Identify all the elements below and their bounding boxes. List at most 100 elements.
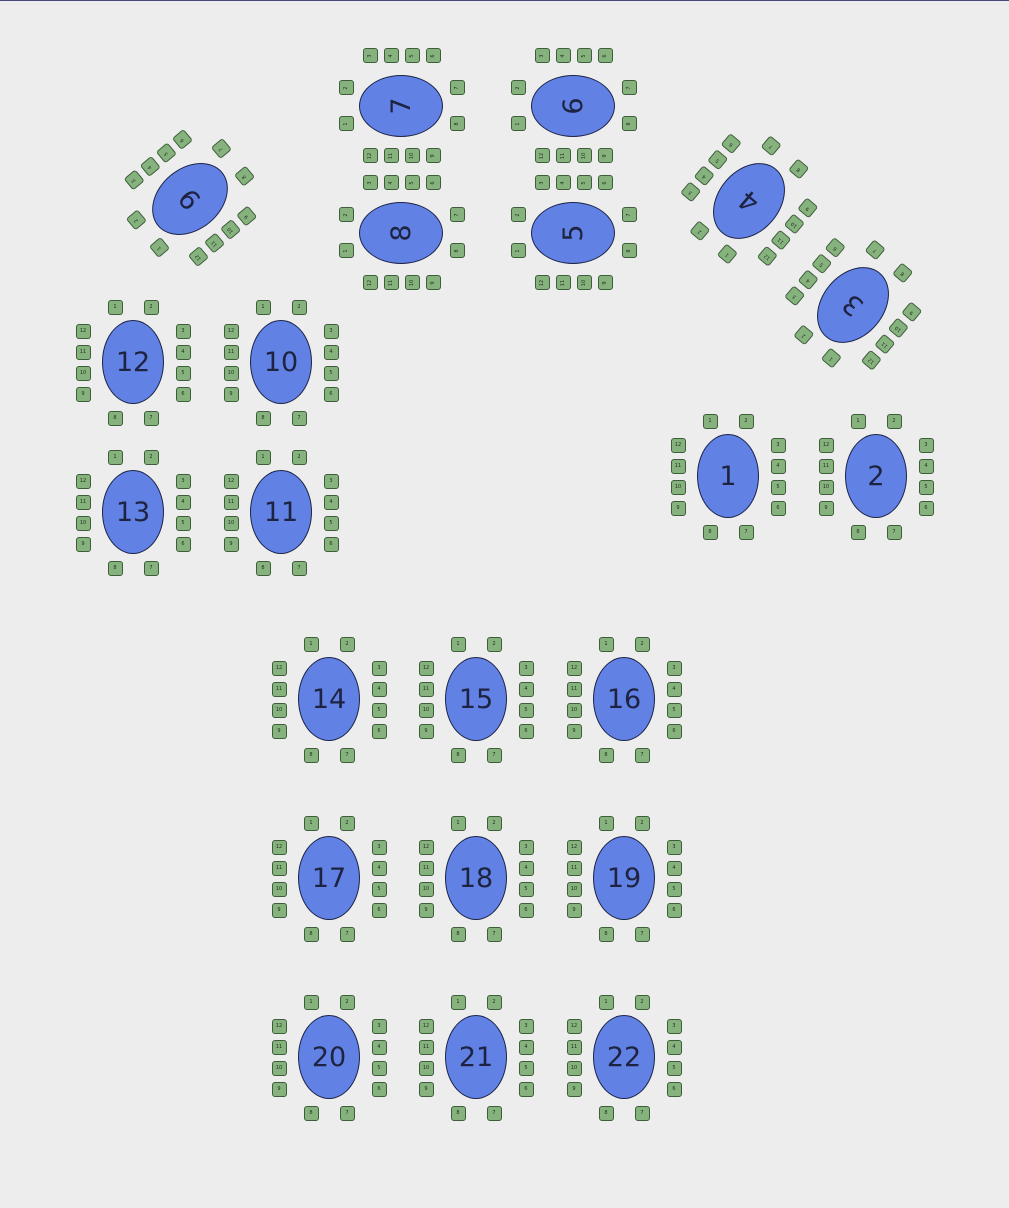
seat[interactable]: 5 [323, 365, 339, 381]
seat[interactable]: 12 [566, 660, 582, 676]
seat[interactable]: 6 [323, 536, 339, 552]
seat[interactable]: 5 [666, 702, 682, 718]
seat[interactable]: 12 [566, 1018, 582, 1034]
seat[interactable]: 10 [271, 881, 287, 897]
seat[interactable]: 2 [291, 449, 307, 465]
seat[interactable]: 10 [576, 275, 592, 291]
seat[interactable]: 3 [518, 839, 534, 855]
seat[interactable]: 7 [634, 926, 650, 942]
seat[interactable]: 7 [864, 239, 886, 262]
seat[interactable]: 5 [770, 479, 786, 495]
seat[interactable]: 1 [148, 237, 171, 259]
seat[interactable]: 10 [418, 1060, 434, 1076]
seat[interactable]: 8 [450, 747, 466, 763]
table-top[interactable]: 14 [298, 657, 360, 741]
seat[interactable]: 2 [291, 299, 307, 315]
seat[interactable]: 7 [486, 926, 502, 942]
seat[interactable]: 8 [621, 243, 637, 259]
seat[interactable]: 5 [811, 253, 833, 276]
seat[interactable]: 1 [450, 815, 466, 831]
seat[interactable]: 11 [383, 275, 399, 291]
seat[interactable]: 6 [666, 723, 682, 739]
seat[interactable]: 11 [271, 681, 287, 697]
seat[interactable]: 4 [323, 494, 339, 510]
seat[interactable]: 12 [534, 275, 550, 291]
seat[interactable]: 5 [666, 1060, 682, 1076]
seat[interactable]: 5 [518, 1060, 534, 1076]
seat[interactable]: 2 [143, 449, 159, 465]
seat[interactable]: 1 [450, 994, 466, 1010]
seat[interactable]: 12 [818, 437, 834, 453]
seat[interactable]: 9 [425, 275, 441, 291]
seat[interactable]: 9 [75, 386, 91, 402]
seat[interactable]: 6 [371, 1081, 387, 1097]
seat[interactable]: 8 [621, 116, 637, 132]
seat[interactable]: 12 [75, 323, 91, 339]
seat[interactable]: 1 [716, 244, 739, 266]
table-top[interactable]: 19 [593, 836, 655, 920]
seat[interactable]: 3 [371, 660, 387, 676]
seat[interactable]: 11 [670, 458, 686, 474]
seat[interactable]: 10 [219, 219, 242, 241]
seat[interactable]: 11 [770, 230, 792, 252]
seat[interactable]: 12 [271, 660, 287, 676]
seat[interactable]: 2 [689, 220, 711, 243]
seat[interactable]: 8 [107, 560, 123, 576]
seat[interactable]: 12 [362, 275, 378, 291]
seat[interactable]: 12 [75, 473, 91, 489]
seat[interactable]: 12 [223, 323, 239, 339]
seat[interactable]: 6 [518, 723, 534, 739]
seat[interactable]: 12 [362, 148, 378, 164]
seat[interactable]: 9 [418, 1081, 434, 1097]
seat[interactable]: 6 [371, 902, 387, 918]
table-top[interactable]: 15 [445, 657, 507, 741]
seat[interactable]: 10 [783, 214, 805, 236]
table-top[interactable]: 6 [531, 75, 615, 137]
seat[interactable]: 2 [634, 815, 650, 831]
seat[interactable]: 4 [666, 1039, 682, 1055]
seat[interactable]: 9 [418, 902, 434, 918]
seat[interactable]: 7 [449, 80, 465, 96]
seat[interactable]: 9 [566, 1081, 582, 1097]
seat[interactable]: 9 [271, 902, 287, 918]
table-top[interactable]: 12 [102, 320, 164, 404]
seat[interactable]: 2 [486, 994, 502, 1010]
table-top[interactable]: 8 [359, 202, 443, 264]
seat[interactable]: 2 [338, 207, 354, 223]
seat[interactable]: 6 [171, 129, 193, 151]
seat[interactable]: 10 [670, 479, 686, 495]
seat[interactable]: 10 [566, 1060, 582, 1076]
seat[interactable]: 5 [155, 143, 177, 165]
table-top[interactable]: 11 [250, 470, 312, 554]
seat[interactable]: 9 [670, 500, 686, 516]
seat[interactable]: 9 [797, 198, 819, 220]
seat[interactable]: 10 [404, 275, 420, 291]
seat[interactable]: 12 [534, 148, 550, 164]
seat[interactable]: 3 [371, 839, 387, 855]
table-top[interactable]: 22 [593, 1015, 655, 1099]
seat[interactable]: 4 [797, 269, 819, 292]
seat[interactable]: 8 [303, 747, 319, 763]
seat[interactable]: 4 [383, 48, 399, 64]
seat[interactable]: 10 [887, 318, 909, 340]
seat[interactable]: 6 [770, 500, 786, 516]
seat[interactable]: 6 [175, 536, 191, 552]
seat[interactable]: 3 [666, 1018, 682, 1034]
seat[interactable]: 3 [534, 175, 550, 191]
seat[interactable]: 4 [518, 860, 534, 876]
seat[interactable]: 1 [107, 299, 123, 315]
seat[interactable]: 2 [338, 80, 354, 96]
seat[interactable]: 4 [770, 458, 786, 474]
seat[interactable]: 4 [518, 1039, 534, 1055]
seat[interactable]: 1 [820, 348, 843, 370]
seat[interactable]: 4 [693, 165, 715, 188]
seat[interactable]: 7 [486, 747, 502, 763]
seat[interactable]: 10 [566, 881, 582, 897]
seat[interactable]: 7 [621, 80, 637, 96]
seat[interactable]: 11 [418, 860, 434, 876]
seat[interactable]: 9 [418, 723, 434, 739]
seat[interactable]: 3 [680, 182, 702, 204]
seat[interactable]: 10 [271, 1060, 287, 1076]
seat[interactable]: 7 [339, 926, 355, 942]
seat[interactable]: 12 [223, 473, 239, 489]
